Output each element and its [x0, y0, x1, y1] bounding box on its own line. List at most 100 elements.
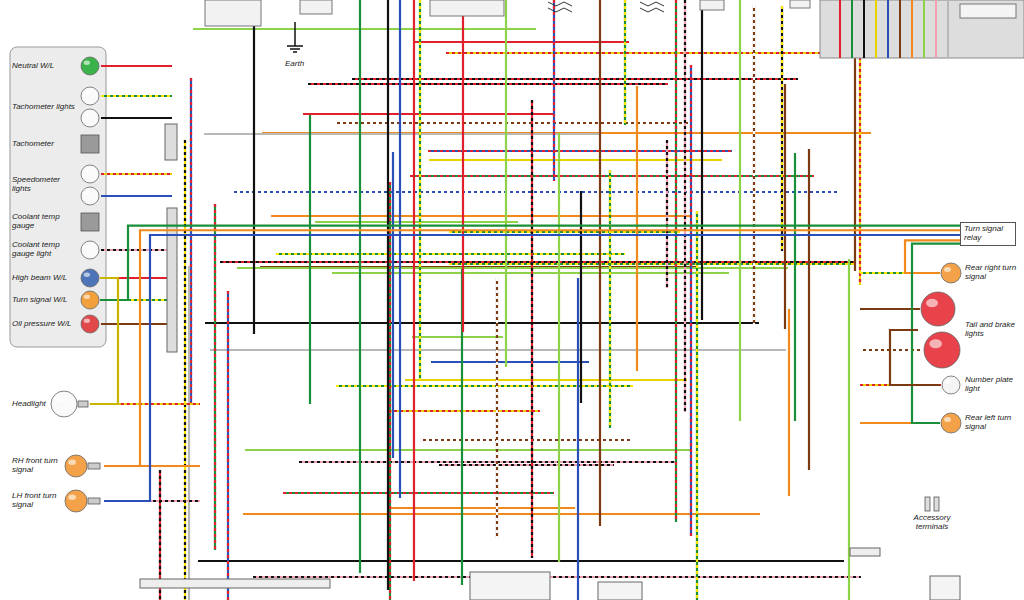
wire	[684, 0, 686, 412]
loom-wire	[809, 149, 810, 470]
wire	[419, 0, 421, 380]
wire	[198, 560, 844, 562]
wire	[794, 153, 796, 421]
bulb-highlight	[84, 169, 90, 174]
loom-wire	[740, 0, 741, 421]
wire-stripe	[276, 253, 625, 255]
wire	[101, 117, 172, 119]
wire-stripe	[684, 0, 686, 412]
text-group: Oil pressure W/L	[12, 320, 76, 329]
loom-wire	[420, 0, 421, 380]
wire	[101, 195, 172, 197]
pin-wire	[899, 0, 901, 58]
bulb-symbol	[941, 263, 961, 283]
coil-symbol	[640, 2, 664, 12]
coil-symbol	[548, 2, 572, 12]
wire	[101, 173, 172, 175]
loom-wire	[439, 465, 614, 466]
text-group: Headlight	[12, 400, 46, 409]
loom-wire	[283, 493, 554, 494]
loom-wire	[237, 268, 788, 269]
wire-loom	[160, 0, 881, 600]
pin-wire	[887, 0, 889, 58]
lamp-component: Rear right turn signal	[940, 262, 1017, 284]
bulb-highlight	[926, 299, 938, 308]
loom-wire	[412, 337, 503, 338]
loom-wire	[625, 0, 626, 125]
wire-stripe	[690, 65, 692, 536]
wire	[184, 140, 186, 600]
wire	[636, 86, 638, 371]
wire	[624, 0, 626, 125]
loom-wire	[559, 133, 560, 562]
loom-wire	[253, 577, 861, 578]
wire	[860, 349, 923, 351]
top-connector	[700, 0, 724, 10]
text-group: Neutral W/L	[12, 62, 76, 71]
loom-wire	[463, 0, 464, 332]
loom-wire	[849, 259, 850, 600]
loom-wire	[789, 309, 790, 496]
wire	[220, 261, 856, 263]
loom-wire	[691, 65, 692, 536]
wire-connector	[100, 226, 960, 300]
instrument-panel	[10, 47, 106, 347]
bulb-symbol	[81, 57, 99, 75]
loom-wire	[254, 0, 255, 334]
wire-stripe	[101, 249, 172, 251]
bulb-symbol	[941, 413, 961, 433]
loom-wire	[310, 115, 311, 404]
text-group: Tachometer lights	[12, 103, 76, 112]
loom-wire	[702, 0, 703, 320]
wire-stripe	[231, 191, 840, 193]
component-symbol	[81, 213, 99, 231]
lamp-component: Tachometer lights	[12, 86, 100, 128]
wire-stripe	[753, 5, 755, 325]
component-label: RH front turn signal	[12, 457, 60, 475]
loom-wire	[795, 153, 796, 421]
text-group: Tail and brake lights	[965, 321, 1017, 339]
top-connector	[205, 0, 261, 26]
wire-stripe	[860, 349, 923, 351]
wire	[387, 0, 389, 590]
loom-wire	[303, 114, 554, 115]
lamp-component: High beam W/L	[12, 268, 100, 288]
component-symbol	[88, 463, 100, 469]
top-connector	[430, 0, 504, 16]
text-group: Coolant temp gauge	[12, 213, 76, 231]
bulb-symbol	[65, 490, 87, 512]
text-group: Rear right turn signal	[965, 264, 1017, 282]
wire	[753, 5, 755, 325]
earth-label: Earth	[284, 60, 305, 69]
wire	[332, 272, 729, 274]
component-label: Accessory terminals	[904, 514, 960, 532]
loom-wire	[198, 561, 844, 562]
component-symbol	[78, 401, 88, 407]
pin-wire	[947, 0, 949, 58]
lamp-graphic	[80, 134, 100, 154]
wire-stripe	[101, 173, 172, 175]
loom-wire	[215, 204, 216, 550]
loom-wire	[299, 462, 675, 463]
wire	[496, 278, 498, 538]
loom-wire	[332, 273, 729, 274]
bottom-connector	[930, 576, 960, 600]
lamp-graphic	[918, 290, 962, 370]
wire	[389, 182, 391, 600]
bulb-highlight	[944, 417, 951, 422]
bulb-highlight	[84, 295, 90, 300]
component-label: LH front turn signal	[12, 492, 60, 510]
bottom-connector	[470, 572, 550, 600]
wire	[558, 133, 560, 562]
wire-stripe	[428, 150, 732, 152]
loom-wire	[220, 262, 856, 263]
bulb-highlight	[944, 267, 951, 272]
bulb-symbol	[942, 376, 960, 394]
bulb-highlight	[84, 61, 90, 66]
wire-stripe	[609, 170, 611, 428]
bulb-highlight	[55, 396, 64, 403]
wire	[388, 410, 540, 412]
wire	[553, 0, 555, 181]
wire	[276, 253, 625, 255]
